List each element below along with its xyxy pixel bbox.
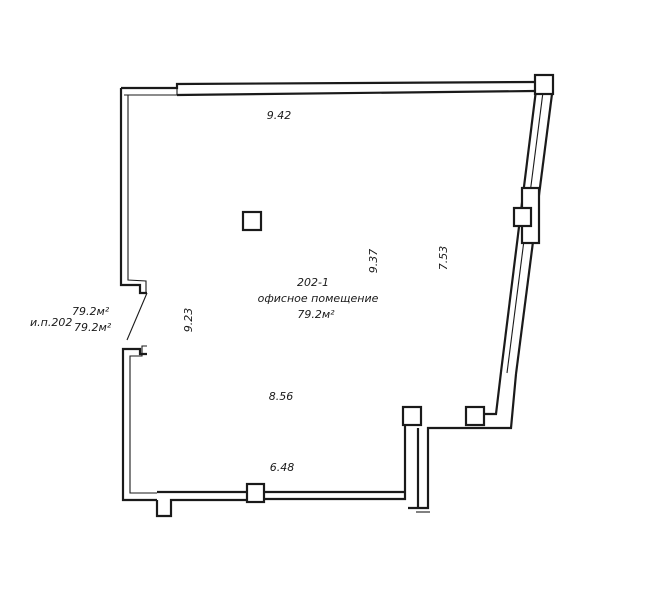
column-lower-right [464, 405, 486, 427]
column-top-right [533, 73, 555, 96]
dimension-top: 9.42 [267, 109, 292, 122]
wall-lower [264, 420, 430, 513]
dimension-right: 7.53 [437, 246, 450, 271]
room-number: 202-1 [297, 276, 329, 289]
dimension-left: 9.23 [182, 308, 195, 333]
column-lower-recess [401, 405, 423, 427]
wall-bottom [155, 490, 405, 518]
wall-left [119, 88, 157, 502]
dimension-lower: 8.56 [269, 390, 294, 403]
column-right [512, 206, 533, 228]
unit-area-total: 79.2м² [72, 305, 110, 318]
wall-top [121, 80, 537, 97]
unit-label: и.п.202 [30, 316, 72, 329]
dimension-bottom: 6.48 [270, 461, 295, 474]
room-area: 79.2м² [297, 308, 335, 321]
column-bottom [245, 482, 266, 504]
room-name: офисное помещение [258, 292, 379, 305]
column-center [241, 210, 263, 232]
wall-right-window [408, 89, 554, 510]
dimension-diagonal: 9.37 [367, 249, 380, 274]
unit-area-useful: 79.2м² [74, 321, 112, 334]
